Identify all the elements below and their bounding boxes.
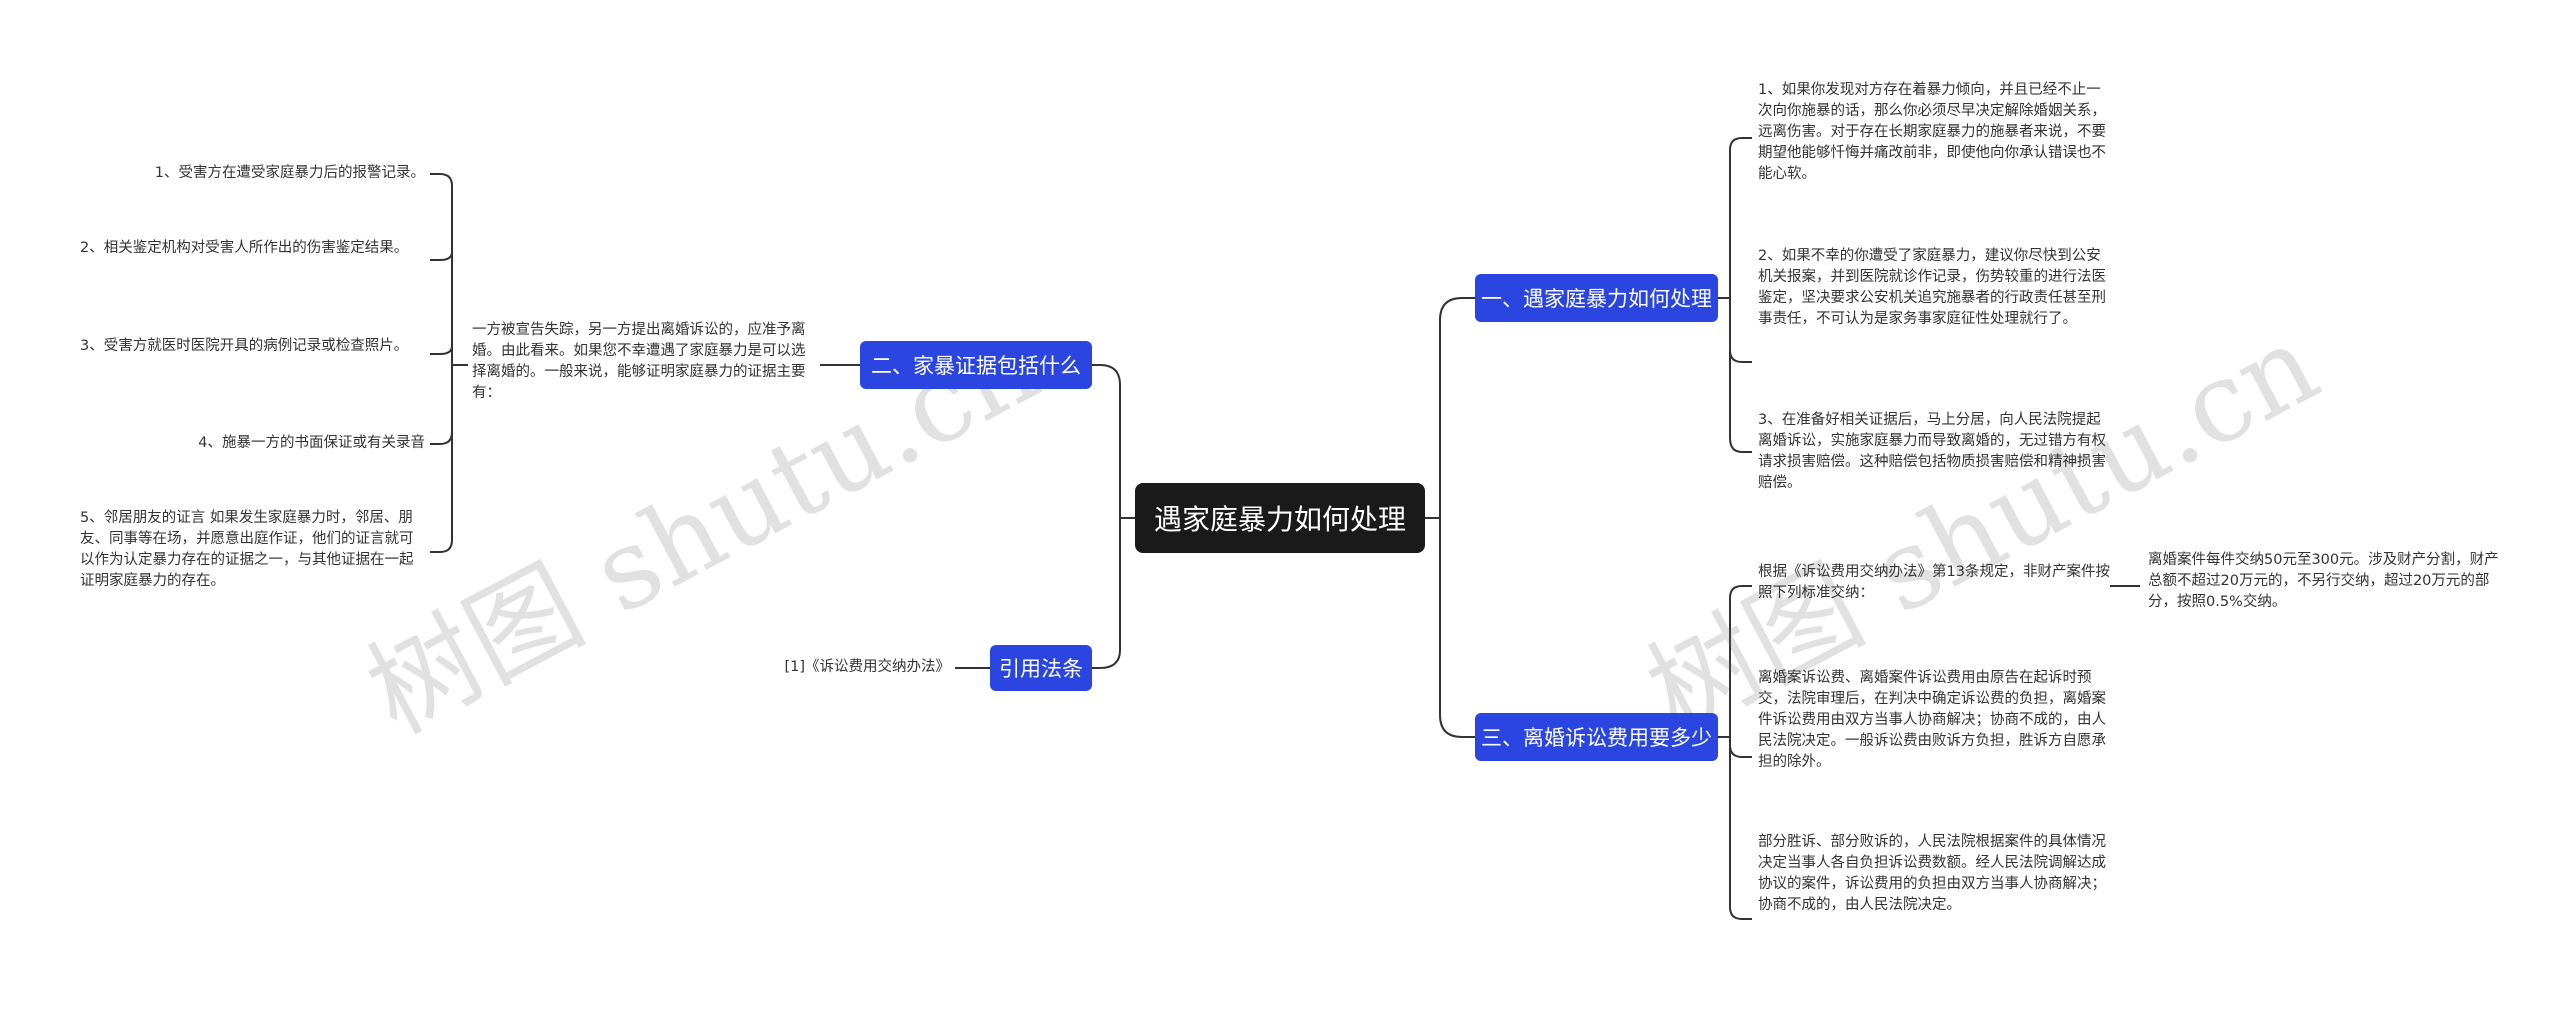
connector-root-b3 xyxy=(1425,517,1475,738)
leaf-b2-intro: 一方被宣告失踪，另一方提出离婚诉讼的，应准予离婚。由此看来。如果您不幸遭遇了家庭… xyxy=(472,322,806,401)
leaf-b4-1: [1]《诉讼费用交纳办法》 xyxy=(784,659,950,675)
connector-b3-leaves xyxy=(1718,585,1752,920)
leaf-b2-5: 5、邻居朋友的证言 如果发生家庭暴力时，邻居、朋友、同事等在场，并愿意出庭作证，… xyxy=(80,510,414,589)
leaf-b2-4: 4、施暴一方的书面保证或有关录音 xyxy=(198,435,425,451)
leaf-b3-3: 部分胜诉、部分败诉的，人民法院根据案件的具体情况决定当事人各自负担诉讼费数额。经… xyxy=(1758,834,2106,913)
leaf-b1-1: 1、如果你发现对方存在着暴力倾向，并且已经不止一次向你施暴的话，那么你必须尽早决… xyxy=(1758,82,2106,182)
connector-b2-bracket xyxy=(430,173,468,553)
leaf-b3-1: 根据《诉讼费用交纳办法》第13条规定，非财产案件按照下列标准交纳： xyxy=(1758,564,2110,601)
connector-root-b4 xyxy=(1092,517,1135,669)
branch-evidence[interactable]: 二、家暴证据包括什么 xyxy=(860,341,1092,389)
connector-root-b1 xyxy=(1425,297,1475,519)
leaf-b3-1-1: 离婚案件每件交纳50元至300元。涉及财产分割，财产总额不超过20万元的，不另行… xyxy=(2148,552,2499,610)
leaf-b1-3: 3、在准备好相关证据后，马上分居，向人民法院提起离婚诉讼，实施家庭暴力而导致离婚… xyxy=(1758,412,2106,491)
leaf-b2-2: 2、相关鉴定机构对受害人所作出的伤害鉴定结果。 xyxy=(80,240,409,256)
branch-cited-law[interactable]: 引用法条 xyxy=(990,645,1092,691)
branch-litigation-cost[interactable]: 三、离婚诉讼费用要多少 xyxy=(1475,713,1718,761)
leaf-b3-2: 离婚案诉讼费、离婚案件诉讼费用由原告在起诉时预交，法院审理后，在判决中确定诉讼费… xyxy=(1758,670,2106,770)
branch-domestic-violence-handling[interactable]: 一、遇家庭暴力如何处理 xyxy=(1475,274,1718,322)
leaf-b2-1: 1、受害方在遭受家庭暴力后的报警记录。 xyxy=(154,165,425,181)
root-node[interactable]: 遇家庭暴力如何处理 xyxy=(1135,483,1425,553)
connector-root-b2 xyxy=(1092,364,1135,519)
leaf-b1-2: 2、如果不幸的你遭受了家庭暴力，建议你尽快到公安机关报案，并到医院就诊作记录，伤… xyxy=(1758,248,2106,327)
connector-b1-leaves xyxy=(1718,137,1752,453)
leaf-b2-3: 3、受害方就医时医院开具的病例记录或检查照片。 xyxy=(80,338,409,354)
